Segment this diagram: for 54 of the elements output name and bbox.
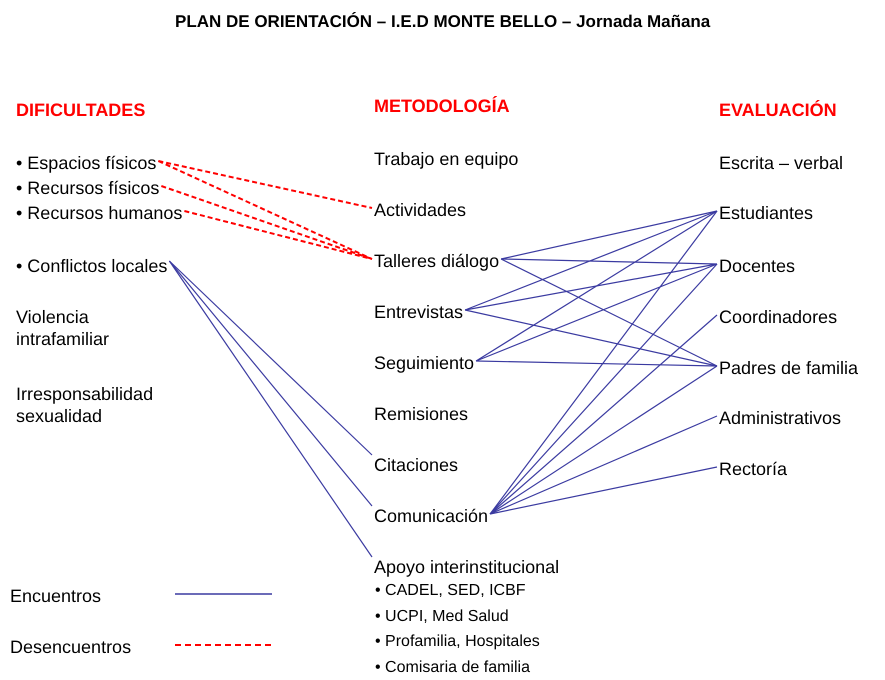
connector-line: [490, 314, 718, 514]
list-item: Rectoría: [719, 458, 788, 480]
list-item: Irresponsabilidad sexualidad: [16, 383, 196, 427]
dashed-connector: [158, 160, 372, 260]
connector-line: [168, 260, 372, 558]
connector-line: [476, 263, 718, 362]
list-item: Administrativos: [719, 407, 842, 429]
list-item: Actividades: [374, 199, 466, 221]
column-heading: EVALUACIÓN: [719, 100, 837, 121]
list-item: Escrita – verbal: [719, 152, 844, 174]
list-item: • CADEL, SED, ICBF: [374, 581, 527, 601]
connector-line: [490, 366, 718, 514]
connector-line: [476, 210, 718, 362]
list-item: Comunicación: [374, 505, 488, 527]
connector-line: [500, 210, 718, 260]
connector-line: [464, 263, 718, 311]
dashed-connector: [184, 210, 372, 260]
item-heading: Apoyo interinstitucional: [374, 556, 560, 578]
list-item: Trabajo en equipo: [374, 148, 518, 170]
connector-line: [168, 260, 372, 456]
list-item: Coordinadores: [719, 306, 838, 328]
list-item: Estudiantes: [719, 202, 814, 224]
list-item: • Espacios físicos: [16, 152, 156, 174]
list-item: Padres de familia: [719, 357, 858, 379]
list-item: Remisiones: [374, 403, 468, 425]
connector-line: [490, 466, 718, 515]
connector-line: [476, 360, 718, 367]
dashed-connector: [161, 185, 372, 260]
list-item: • UCPI, Med Salud: [374, 606, 510, 626]
connector-line: [168, 260, 372, 506]
dashed-connector: [158, 160, 372, 209]
column-heading: DIFICULTADES: [16, 100, 146, 121]
list-item: Citaciones: [374, 454, 458, 476]
connector-line: [464, 309, 718, 367]
legend-label: Desencuentros: [10, 636, 132, 658]
list-item: • Comisaria de familia: [374, 658, 531, 678]
connector-line: [464, 210, 718, 311]
connector-line: [500, 258, 718, 367]
list-item: • Conflictos locales: [16, 255, 168, 277]
legend-label: Encuentros: [10, 585, 102, 607]
list-item: Violencia intrafamiliar: [16, 306, 136, 350]
list-item: • Recursos físicos: [16, 177, 160, 199]
diagram-title: PLAN DE ORIENTACIÓN – I.E.D MONTE BELLO – Jornada Mañana: [175, 12, 710, 32]
connector-line: [490, 415, 718, 515]
connector-line: [501, 258, 718, 265]
column-heading: METODOLOGÍA: [374, 96, 510, 117]
list-item: • Profamilia, Hospitales: [374, 632, 541, 652]
list-item: Docentes: [719, 255, 796, 277]
list-item: • Recursos humanos: [16, 202, 182, 224]
list-item: Entrevistas: [374, 301, 464, 323]
connector-line: [490, 264, 718, 514]
connector-line: [490, 210, 718, 514]
list-item: Talleres diálogo: [374, 250, 500, 272]
list-item: Seguimiento: [374, 352, 474, 374]
